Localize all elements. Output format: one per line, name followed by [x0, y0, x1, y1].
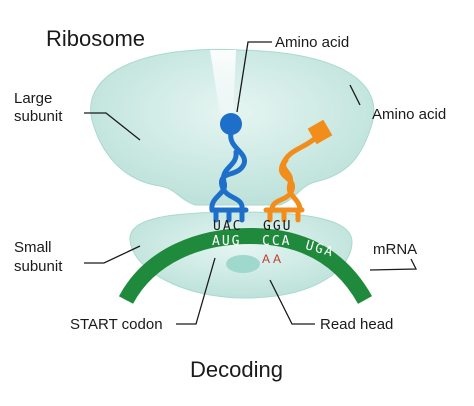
label-large-line2: subunit [14, 108, 63, 125]
leader-small-subunit [84, 245, 141, 264]
small-subunit [129, 211, 353, 299]
trna-orange [263, 137, 316, 223]
leader-large-subunit [84, 112, 141, 141]
mrna-codon-1: AUG [212, 234, 241, 249]
leader-mrna [369, 258, 418, 271]
label-small-line1: Small [14, 239, 52, 256]
label-start-codon: START codon [70, 316, 163, 333]
read-head-marks: AA [262, 252, 284, 266]
leader-amino-acid-top [236, 41, 272, 113]
read-head [226, 255, 260, 273]
leader-start-codon [176, 257, 216, 325]
amino-acid-square-icon [307, 119, 333, 145]
leader-read-head [269, 279, 315, 325]
anticodon-orange: GGU [263, 219, 292, 234]
diagram-title: Ribosome [46, 26, 145, 51]
mrna-codon-2: CCA [262, 234, 291, 249]
diagram-caption: Decoding [190, 357, 283, 382]
label-read-head: Read head [320, 316, 393, 333]
label-amino-acid-top: Amino acid [275, 34, 349, 51]
label-mrna: mRNA [373, 241, 417, 258]
label-amino-acid-right: Amino acid [372, 106, 446, 123]
label-large-line1: Large [14, 90, 52, 107]
label-small-line2: subunit [14, 258, 63, 275]
anticodon-blue: UAC [213, 219, 242, 234]
amino-acid-circle-icon [220, 113, 242, 135]
trna-blue [209, 130, 249, 223]
leader-amino-acid-right [349, 84, 361, 106]
mrna-strand [118, 227, 372, 305]
